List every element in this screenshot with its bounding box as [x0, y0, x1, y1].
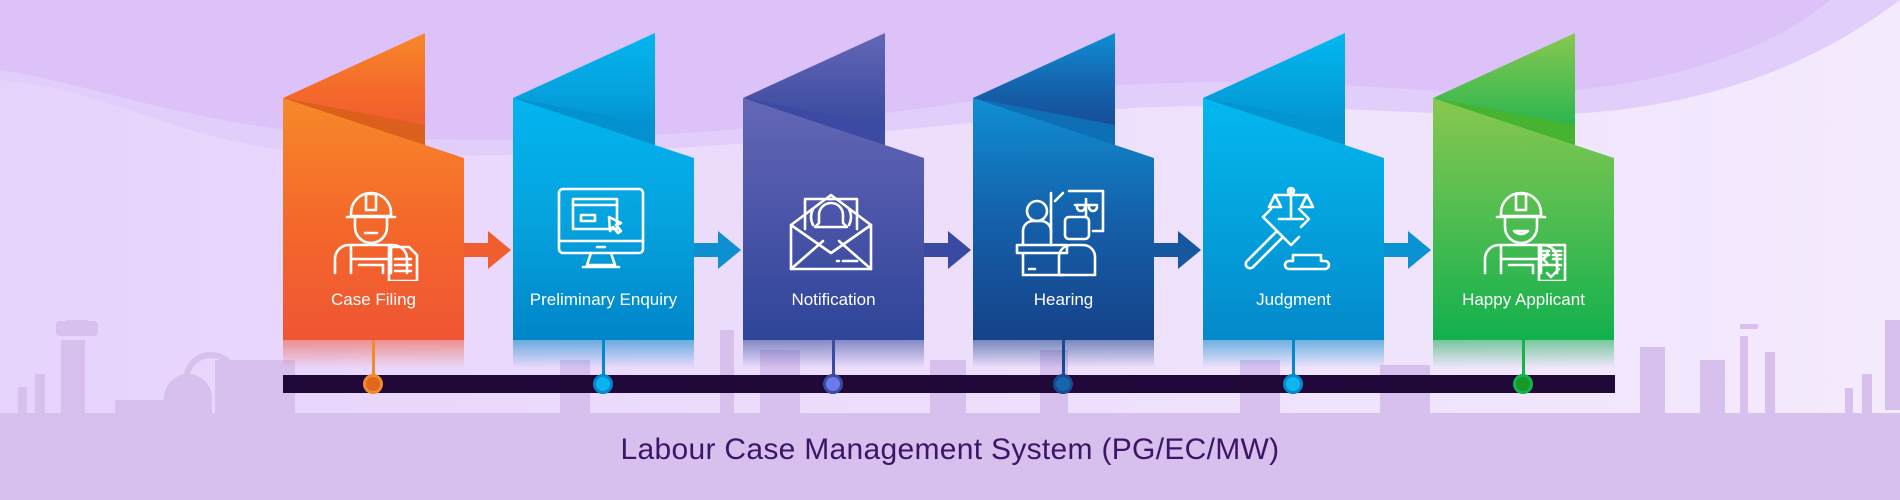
card-body — [1433, 98, 1614, 340]
gavel-scales-icon — [1241, 185, 1341, 275]
card-shape — [283, 33, 464, 368]
timeline-node — [823, 374, 843, 394]
step-label: Case Filing — [330, 290, 417, 309]
worker-document-icon — [321, 185, 421, 283]
card-body — [973, 98, 1154, 340]
timeline-node — [363, 374, 383, 394]
top-wave-inner — [0, 0, 1830, 140]
timeline-connector — [1292, 340, 1295, 382]
timeline-connector — [1062, 340, 1065, 382]
card-shape — [973, 33, 1154, 368]
arrow-right-icon — [1154, 230, 1202, 270]
step-label: Notification — [791, 290, 876, 309]
timeline-connector — [372, 340, 375, 382]
process-step-hearing: Hearing — [973, 0, 1173, 420]
step-label: Happy Applicant — [1462, 290, 1585, 309]
timeline-connector — [832, 340, 835, 382]
timeline-node — [593, 374, 613, 394]
timeline-bar — [283, 375, 1615, 393]
process-step-case-filing: Case Filing — [283, 0, 483, 420]
step-label: Preliminary Enquiry — [529, 290, 678, 309]
arrow-right-icon — [694, 230, 742, 270]
process-step-happy-applicant: Happy Applicant — [1433, 0, 1633, 420]
card-body — [283, 98, 464, 340]
timeline-node — [1513, 374, 1533, 394]
courtroom-hearing-icon — [1011, 185, 1111, 277]
timeline-node — [1053, 374, 1073, 394]
step-label: Hearing — [1033, 290, 1094, 309]
timeline-node — [1283, 374, 1303, 394]
process-step-notification: Notification — [743, 0, 943, 420]
process-step-judgment: Judgment — [1203, 0, 1403, 420]
arrow-right-icon — [924, 230, 972, 270]
card-shape — [513, 33, 694, 368]
envelope-bell-icon — [781, 185, 881, 275]
timeline-connector — [1522, 340, 1525, 382]
card-body — [513, 98, 694, 340]
step-label: Judgment — [1256, 290, 1331, 309]
arrow-right-icon — [1384, 230, 1432, 270]
arrow-right-icon — [464, 230, 512, 270]
process-step-preliminary-enquiry: Preliminary Enquiry — [513, 0, 713, 420]
computer-screen-cursor-icon — [551, 185, 651, 275]
page-title: Labour Case Management System (PG/EC/MW) — [620, 433, 1280, 466]
timeline-connector — [602, 340, 605, 382]
happy-worker-receipt-icon — [1471, 185, 1571, 283]
card-shape — [1433, 33, 1614, 368]
card-body — [743, 98, 924, 340]
